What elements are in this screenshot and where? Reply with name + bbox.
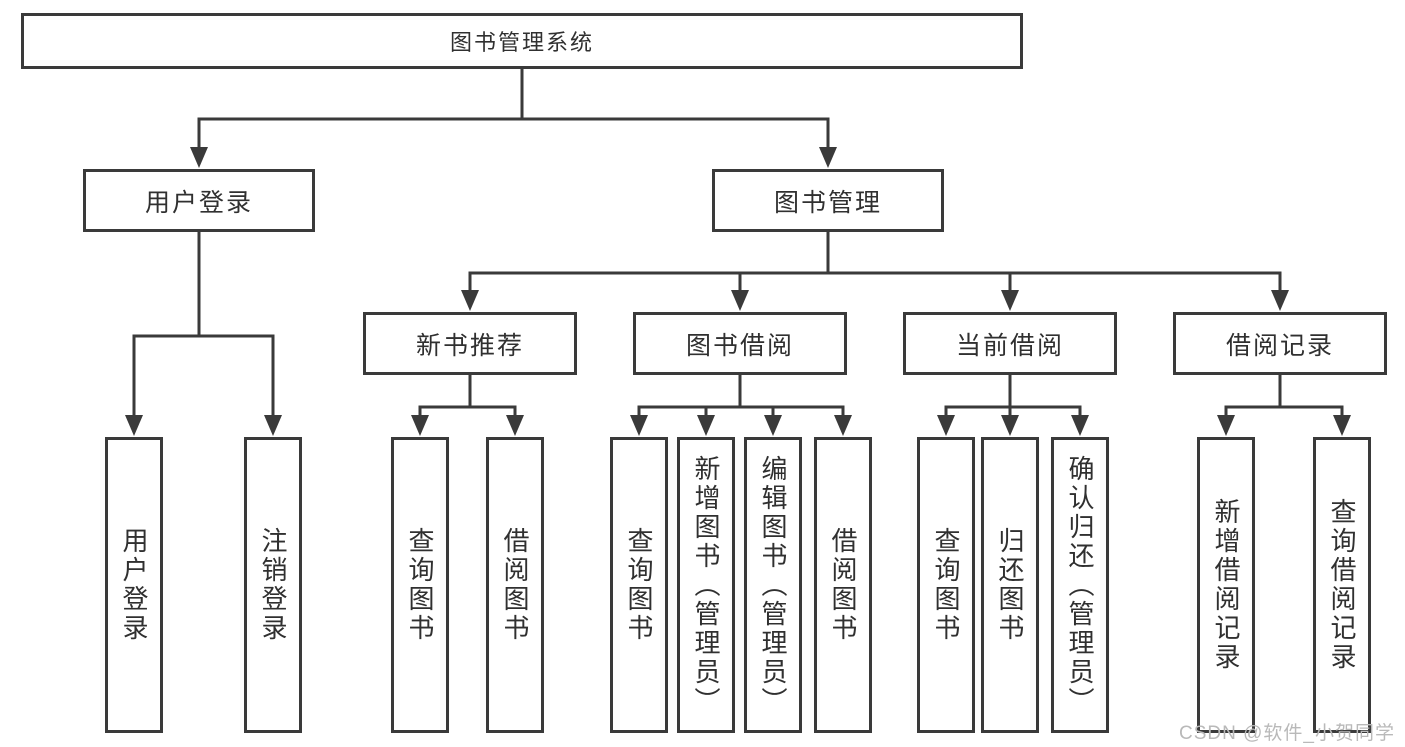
- arrow-head-icon: [937, 415, 955, 436]
- arrow-head-icon: [1271, 290, 1289, 311]
- node-borrow-records-label: 借阅记录: [1225, 331, 1334, 360]
- node-new-book-recommend: 新书推荐: [363, 312, 577, 375]
- watermark: CSDN @软件_小贺同学: [1179, 723, 1395, 744]
- leaf-query-borrow-record: 查询借阅记录: [1313, 437, 1371, 733]
- arrow-head-icon: [1071, 415, 1089, 436]
- arrow-head-icon: [190, 147, 208, 168]
- arrow-head-icon: [1001, 415, 1019, 436]
- arrow-head-icon: [264, 415, 282, 436]
- node-book-borrow-label: 图书借阅: [685, 331, 794, 360]
- arrow-head-icon: [1333, 415, 1351, 436]
- leaf-logout: 注销登录: [244, 437, 302, 733]
- arrow-head-icon: [630, 415, 648, 436]
- leaf-query-books-recommend: 查询图书: [391, 437, 449, 733]
- leaf-query-books-current: 查询图书: [917, 437, 975, 733]
- leaf-add-book-admin: 新增图书（管理员）: [677, 437, 735, 733]
- node-book-borrow: 图书借阅: [633, 312, 847, 375]
- node-root-label: 图书管理系统: [449, 30, 594, 55]
- connector-line: [418, 373, 517, 409]
- node-current-borrow-label: 当前借阅: [955, 331, 1064, 360]
- arrow-head-icon: [834, 415, 852, 436]
- leaf-borrow-books: 借阅图书: [814, 437, 872, 733]
- node-root: 图书管理系统: [21, 13, 1023, 69]
- arrow-head-icon: [819, 147, 837, 168]
- leaf-borrow-books-recommend: 借阅图书: [486, 437, 544, 733]
- leaf-return-book: 归还图书: [981, 437, 1039, 733]
- arrow-head-icon: [731, 290, 749, 311]
- node-current-borrow: 当前借阅: [903, 312, 1117, 375]
- leaf-user-login: 用户登录: [105, 437, 163, 733]
- leaf-query-books-borrow: 查询图书: [610, 437, 668, 733]
- connector-line: [132, 230, 275, 338]
- arrow-head-icon: [461, 290, 479, 311]
- leaf-edit-book-admin: 编辑图书（管理员）: [744, 437, 802, 733]
- node-book-management: 图书管理: [712, 169, 944, 232]
- node-user-login-label: 用户登录: [144, 188, 253, 217]
- node-borrow-records: 借阅记录: [1173, 312, 1387, 375]
- arrow-head-icon: [125, 415, 143, 436]
- arrow-head-icon: [697, 415, 715, 436]
- connector-line: [1224, 373, 1344, 409]
- connector-line: [197, 67, 830, 121]
- arrow-head-icon: [506, 415, 524, 436]
- connector-line: [944, 373, 1082, 409]
- node-user-login: 用户登录: [83, 169, 315, 232]
- leaf-confirm-return-admin: 确认归还（管理员）: [1051, 437, 1109, 733]
- arrow-head-icon: [764, 415, 782, 436]
- connector-line: [637, 373, 845, 409]
- arrow-head-icon: [1001, 290, 1019, 311]
- node-new-book-recommend-label: 新书推荐: [415, 331, 524, 360]
- arrow-head-icon: [411, 415, 429, 436]
- node-book-management-label: 图书管理: [773, 188, 882, 217]
- connector-line: [468, 230, 1282, 275]
- leaf-add-borrow-record: 新增借阅记录: [1197, 437, 1255, 733]
- arrow-head-icon: [1217, 415, 1235, 436]
